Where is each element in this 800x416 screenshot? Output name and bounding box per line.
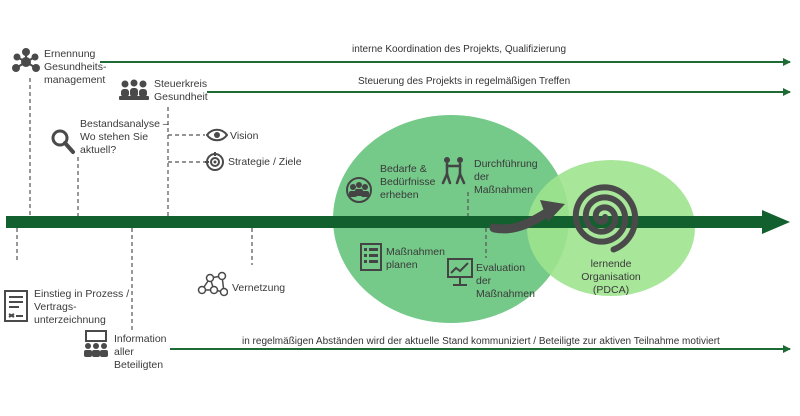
steuerkreis-label: Steuerkreis Gesundheit [154,78,208,103]
presentation-audience-icon [84,330,108,357]
spiral-icon [572,184,639,253]
evaluation-label: Evaluation der Maßnahmen [476,262,535,300]
kommunikation-arrow-label: in regelmäßigen Abständen wird der aktue… [242,336,720,347]
strategie-label: Strategie / Ziele [228,156,302,168]
bedarfe-label: Bedarfe & Bedürfnisse erheben [380,163,436,201]
dashed-connectors [16,78,487,330]
target-icon [205,152,224,171]
ernennung-label: Ernennung Gesundheits- management [44,48,107,86]
durchfuehrung-label: Durchführung der Maßnahmen [474,158,538,196]
eye-icon [206,128,228,142]
information-label: Information aller Beteiligten [114,333,167,371]
main-timeline-arrow-head [762,210,790,234]
cycle-to-pdca-arrow-head [540,200,565,222]
vision-label: Vision [230,130,259,142]
network-people-icon [12,48,40,72]
main-timeline-arrow-shaft [6,216,766,228]
einstieg-label: Einstieg in Prozess / Vertrags- unterzei… [34,288,130,326]
contract-document-icon [4,290,28,322]
group-meeting-icon [119,79,149,100]
checklist-icon [360,243,382,271]
cycle-to-pdca-arrow [489,207,553,234]
network-nodes-icon [197,271,228,297]
bestandsanalyse-label: Bestandsanalyse – Wo stehen Sie aktuell? [80,118,169,156]
magnifier-icon [51,129,75,154]
teamwork-icon [441,157,466,185]
steuerung-arrow-label: Steuerung des Projekts in regelmäßigen T… [358,76,571,87]
vernetzung-label: Vernetzung [232,282,286,294]
planen-label: Maßnahmen planen [386,246,445,271]
koordination-arrow-label: interne Koordination des Projekts, Quali… [352,44,567,55]
chart-board-icon [447,258,473,286]
lernende-organisation-label: lernende Organisation (PDCA) [581,258,641,296]
people-circle-icon [346,177,372,203]
